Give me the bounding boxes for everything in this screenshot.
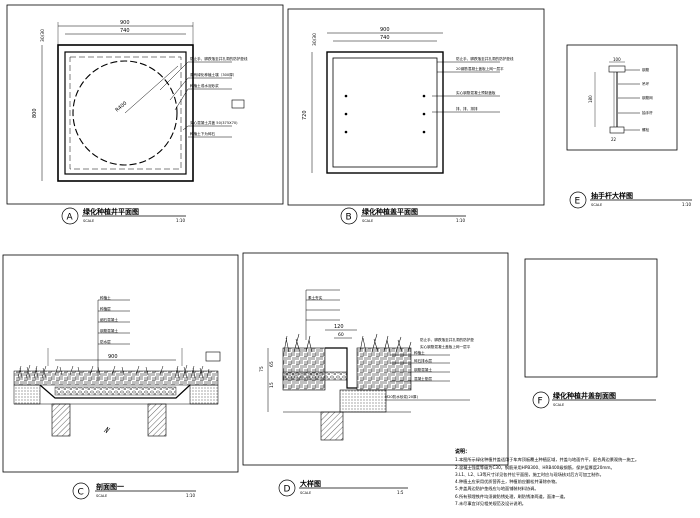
callout-d-6: 混凝土垫层 xyxy=(414,376,432,381)
panel-a-scale: 1:10 xyxy=(176,218,185,223)
panel-c-frame xyxy=(2,254,239,473)
callout-c-4: 钢筋混凝土 xyxy=(100,328,118,333)
dim-b-inner: 740 xyxy=(380,35,390,41)
dim-e-height: 180 xyxy=(588,95,593,103)
dim-d-h3: 15 xyxy=(269,382,275,388)
panel-a-title: 绿化种植井平面图 xyxy=(83,207,139,216)
panel-c-letter: C xyxy=(78,488,84,498)
callout-d-4: 碎石排水层 xyxy=(414,358,432,363)
panel-f-title: 绿化种植井盖剖面图 xyxy=(553,391,616,400)
note-line: 1.本图所示绿化种植井盖适用于车库顶板覆土种植区域，井盖与地面齐平，配合周边景观… xyxy=(455,457,640,463)
callout-c-2: 种植层 xyxy=(100,306,111,311)
callout-b-3: 实心钢筋混凝土预制盖板 xyxy=(456,90,496,95)
dim-a-inner: 740 xyxy=(120,28,130,34)
panel-e-letter: E xyxy=(575,197,581,207)
callout-e-3: 钢筋网 xyxy=(642,95,653,100)
callout-e-4: 抽手杆 xyxy=(642,110,653,115)
callout-a-4: 实心混凝土井盖 50(375X70) xyxy=(190,120,238,125)
plan-a-circle xyxy=(72,60,178,166)
callout-c-5: 防水层 xyxy=(100,339,111,344)
panel-d-scale-label: SCALE xyxy=(300,491,311,495)
dim-a-edge: 30/30 xyxy=(40,29,46,42)
panel-c-scale-label: SCALE xyxy=(96,494,107,498)
dim-d-h2: 65 xyxy=(269,361,275,367)
dim-d-h1: 75 xyxy=(259,366,265,372)
panel-b-scale: 1:10 xyxy=(456,218,465,223)
panel-e-scale-label: SCALE xyxy=(591,203,602,207)
callout-d-8: M20防水砂浆(20厚) xyxy=(385,394,419,399)
callout-c-1: 种植土 xyxy=(100,295,111,300)
callout-e-2: 吊环 xyxy=(642,81,650,86)
panel-e-title: 抽手杆大样图 xyxy=(591,191,633,200)
callout-a-3: 种植土或水泥砂浆 xyxy=(190,83,219,88)
notes-block: 说明： 1.本图所示绿化种植井盖适用于车库顶板覆土种植区域，井盖与地面齐平，配合… xyxy=(455,449,695,507)
plan-b-outer xyxy=(326,51,444,174)
callout-a-2: 原有绿化种植土壤（300厚） xyxy=(190,72,236,77)
panel-b-letter: B xyxy=(346,213,352,223)
grass-d xyxy=(283,333,412,353)
panel-a-scale-label: SCALE xyxy=(83,219,94,223)
panel-c-title: 剖面图一 xyxy=(96,482,124,491)
dim-b-height: 720 xyxy=(302,110,308,120)
callout-d-1: 防止手、脚跌落至井孔洞的防护垫 xyxy=(420,337,474,342)
callout-b-1: 防止手、脚跌落至井孔洞的防护垫线 xyxy=(456,56,514,61)
dim-b-outer: 900 xyxy=(380,27,390,33)
callout-a-5: 种植土下为碎石 xyxy=(190,131,216,136)
panel-d-scale: 1:5 xyxy=(397,490,404,495)
note-line: 4.种植土应采用优质营养土，种植前应翻松并清除杂物。 xyxy=(455,479,560,485)
plan-a-outer xyxy=(57,44,194,182)
panel-b-frame xyxy=(287,8,545,206)
panel-f-letter: F xyxy=(538,397,543,407)
note-line: 2.混凝土强度等级为C30，钢筋采用HPB300、HRB400级钢筋，保护层厚度… xyxy=(455,464,615,470)
callout-e-1: 钢筋 xyxy=(642,67,650,72)
callout-d-7: 素土夯实 xyxy=(308,295,323,300)
dim-b-edge: 30/30 xyxy=(312,33,318,46)
plan-b-inner xyxy=(332,57,438,168)
note-line: 6.所有预埋铁件均须做防锈处理，刷防锈漆两道，面漆一道。 xyxy=(455,493,568,499)
panel-d-letter: D xyxy=(284,485,291,495)
dim-c-top: 900 xyxy=(108,354,118,360)
dim-d-top: 120 xyxy=(334,324,344,330)
note-line: 5.井盖周边防护垫线应与地面铺装材料协调。 xyxy=(455,486,539,492)
dim-e-bottom: 22 xyxy=(611,137,617,142)
panel-d: 120 60 75 65 15 防止手、脚跌落至井孔洞的防护垫 实心钢筋混凝土盖… xyxy=(242,252,509,497)
plan-a-inner xyxy=(64,51,187,175)
panel-a: R400 900 740 800 30/30 防止手、脚跌落至井孔洞的防护垫线 … xyxy=(6,4,284,225)
panel-c-scale: 1:10 xyxy=(186,493,195,498)
panel-e: 100 180 22 钢筋 吊环 钢筋网 抽手杆 螺栓 E 抽手杆大样图 SCA… xyxy=(566,44,692,209)
panel-c: 900 种植土 种植层 细石混凝土 钢筋混凝土 防水层 C 剖面图一 SCALE… xyxy=(2,254,239,500)
panel-f-scale-label: SCALE xyxy=(553,403,564,407)
panel-f: F 绿化种植井盖剖面图 SCALE xyxy=(524,258,658,409)
radius-label: R400 xyxy=(114,101,128,114)
dim-a-height: 800 xyxy=(32,108,38,118)
notes-heading: 说明： xyxy=(455,449,471,455)
callout-c-3: 细石混凝土 xyxy=(100,317,118,322)
note-line: 3.L1、L2、L3等尺寸详见各井位平面图，施工时应与现场核对后方可加工制作。 xyxy=(455,471,604,477)
panel-e-frame xyxy=(566,44,678,151)
panel-f-frame xyxy=(524,258,658,378)
callout-d-2: 实心钢筋混凝土盖板上网一层平 xyxy=(420,344,471,349)
note-line: 7.未尽事宜详见相关规范及设计说明。 xyxy=(455,501,526,507)
dim-a-outer: 900 xyxy=(120,20,130,26)
panel-d-title: 大样图 xyxy=(300,479,321,488)
callout-e-5: 螺栓 xyxy=(642,127,650,132)
panel-d-frame xyxy=(242,252,509,466)
dim-d-mid: 60 xyxy=(338,332,344,338)
panel-b: 900 740 720 30/30 防止手、脚跌落至井孔洞的防护垫线 20钢筋混… xyxy=(287,8,545,225)
panel-b-title: 绿化种植盖平面图 xyxy=(362,207,418,216)
panel-a-letter: A xyxy=(67,213,74,223)
callout-b-4: 排、排、排排 xyxy=(456,106,478,111)
panel-e-scale: 1:10 xyxy=(682,202,691,207)
panel-a-frame xyxy=(6,4,284,205)
dim-e-top: 100 xyxy=(613,57,621,62)
panel-b-scale-label: SCALE xyxy=(362,219,373,223)
callout-a-1: 防止手、脚跌落至井孔洞的防护垫线 xyxy=(190,56,248,61)
callout-d-3: 种植土 xyxy=(414,350,425,355)
callout-b-2: 20钢筋混凝土盖板上网一层平 xyxy=(456,66,504,71)
callout-d-5: 钢筋混凝土 xyxy=(414,367,432,372)
